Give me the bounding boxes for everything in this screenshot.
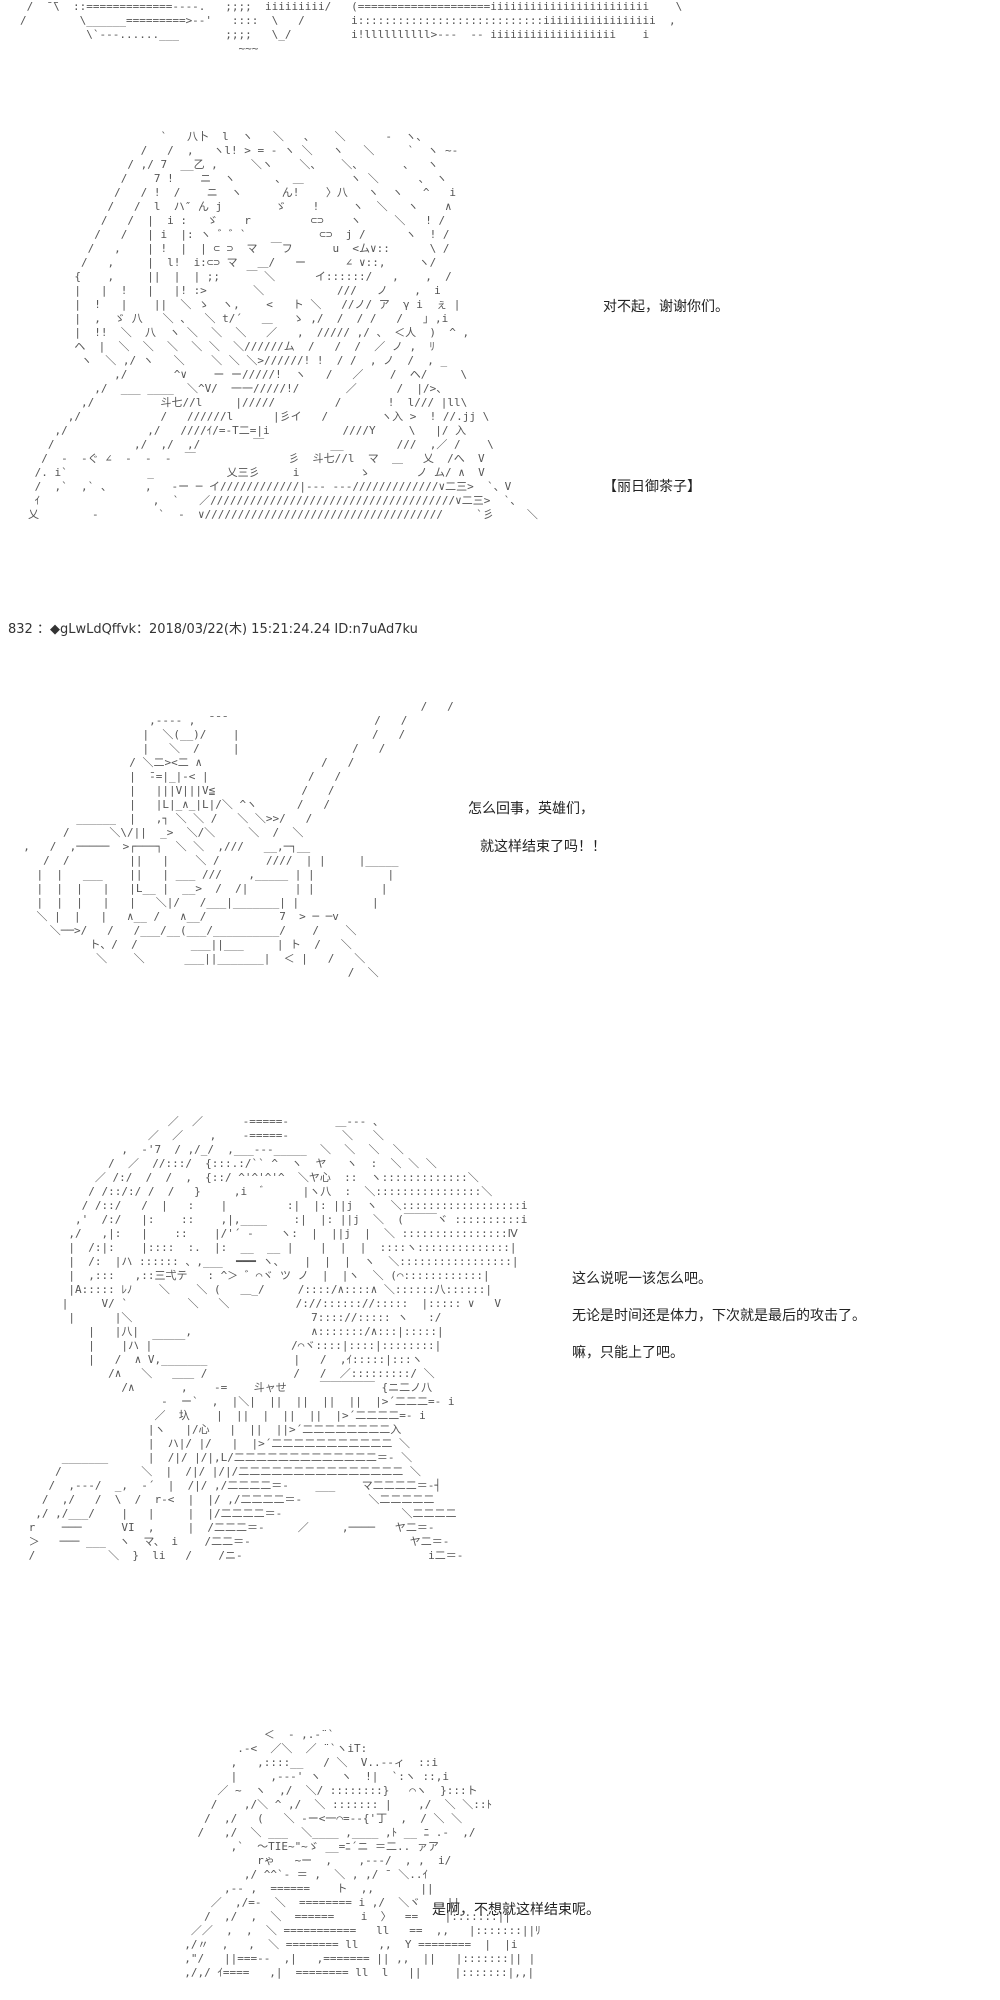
dialogue-line: 就这样结束了吗！！ (480, 839, 606, 855)
dialogue-line: 对不起，谢谢你们。 (603, 299, 729, 315)
dialogue-line: 无论是时间还是体力，下次就是最后的攻击了。 (572, 1308, 866, 1324)
ascii-art-ochako: ` 八卜 l ヽ ＼ 、 ＼ ‐ ヽ、 / / , ヽl! > = - ヽ ＼ … (28, 130, 538, 521)
ascii-art-glasses-character: ／ ／ -=====- ＿‐‐‐ 、 ／ ／ , -=====- ＼ ＼ , ‐… (28, 1115, 528, 1562)
dialogue-line: 这么说呢一该怎么吧。 (572, 1271, 712, 1287)
dialogue-line: 是啊，不想就这样结束呢。 (432, 1902, 600, 1918)
ascii-art-top: / ̄ ̄\ ::=============----. ;;;; iiiiiii… (20, 0, 683, 55)
character-tag: 【丽日御茶子】 (603, 479, 701, 495)
ascii-art-villain: / / ,-‐‐‐ , ̄ ̄ ̄ / / | ＼(__)/ | / / | ＼… (23, 700, 454, 979)
ascii-art-bottom-character: ＜ ‐ ,.‐¨` .-< ／＼ ／ ¨`ヽiT: , ,::::__ / ＼ … (184, 1728, 541, 1979)
post-header: 832 ：◆gLwLdQffvk：2018/03/22(木) 15:21:24.… (8, 622, 418, 637)
dialogue-line: 嘛，只能上了吧。 (572, 1345, 684, 1361)
dialogue-line: 怎么回事，英雄们， (468, 801, 594, 817)
